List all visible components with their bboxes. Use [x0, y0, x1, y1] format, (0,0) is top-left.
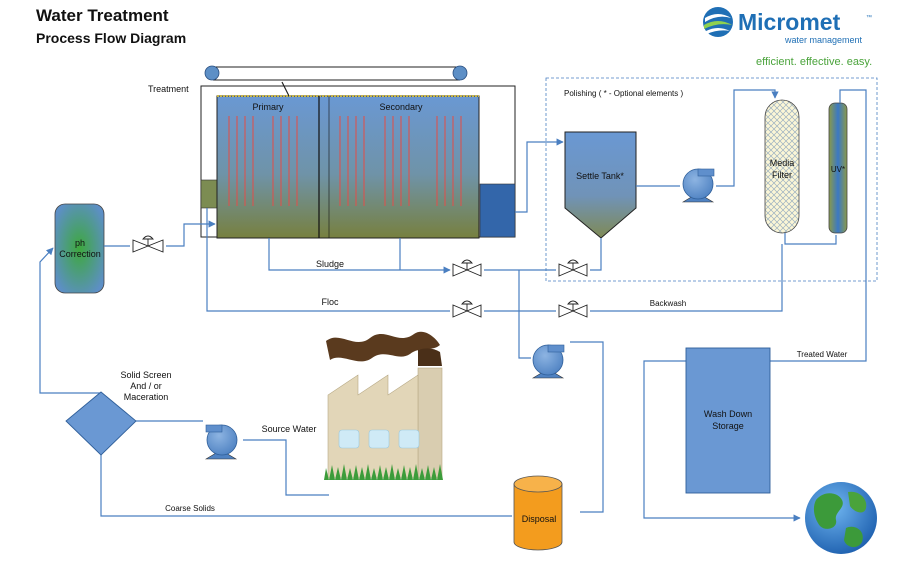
ph-label: ph: [75, 238, 85, 248]
sludge-label: Sludge: [316, 259, 344, 269]
pump-source-water: [204, 424, 238, 460]
floc-label: Floc: [321, 297, 339, 307]
settle-tank-label: Settle Tank*: [576, 171, 624, 181]
treatment-label: Treatment: [148, 84, 189, 94]
coarse-solids-label: Coarse Solids: [165, 504, 215, 513]
valve-sludge: [452, 259, 482, 277]
page-subtitle: Process Flow Diagram: [36, 30, 186, 46]
solid-screen-label-1: Solid Screen: [120, 370, 171, 380]
source-water-label: Source Water: [262, 424, 317, 434]
polishing-section: [545, 77, 878, 282]
polishing-label: Polishing ( * - Optional elements ): [564, 89, 684, 98]
secondary-label: Secondary: [379, 102, 423, 112]
uv-label: UV*: [831, 165, 845, 174]
wash-down-label-1: Wash Down: [704, 409, 752, 419]
conveyor: [204, 65, 468, 97]
earth-globe-icon: [805, 482, 877, 554]
treated-water-label: Treated Water: [797, 350, 848, 359]
micromet-logo: Micromet ™ water management efficient. e…: [703, 7, 872, 68]
solid-screen-label-3: Maceration: [124, 392, 169, 402]
pump-sludge: [531, 344, 565, 379]
disposal-label: Disposal: [522, 514, 557, 524]
uv-unit: [828, 102, 848, 234]
water-drop-logo-icon: [703, 7, 733, 37]
brand-division: water management: [784, 35, 863, 45]
factory-icon: [324, 331, 446, 480]
solid-screen-label-2: And / or: [130, 381, 162, 391]
ph-correction-tank: [54, 203, 105, 294]
pipe-network: [39, 89, 867, 522]
solid-screen: [65, 391, 137, 456]
pump-polishing: [681, 168, 715, 203]
backwash-label: Backwash: [650, 299, 686, 308]
disposal-tank: [513, 475, 563, 551]
brand-tagline: efficient. effective. easy.: [756, 56, 872, 68]
media-filter-label-1: Media: [770, 158, 795, 168]
brand-trademark: ™: [866, 14, 872, 21]
outlet-chamber: [479, 183, 516, 238]
wash-down-storage: [685, 347, 771, 494]
media-filter: [764, 99, 800, 234]
valve-floc: [452, 300, 482, 318]
ph-correction-label: Correction: [59, 249, 101, 259]
wash-down-label-2: Storage: [712, 421, 744, 431]
brand-name: Micromet: [738, 9, 841, 35]
inlet-chamber: [200, 179, 218, 209]
valve-settle-drain: [558, 259, 588, 277]
membrane-modules: [228, 116, 462, 206]
valve-backwash: [558, 300, 588, 318]
page-title: Water Treatment: [36, 6, 169, 25]
primary-label: Primary: [253, 102, 284, 112]
media-filter-label-2: Filter: [772, 170, 792, 180]
settle-tank: [564, 131, 637, 239]
valve-ph-outlet: [132, 235, 164, 253]
